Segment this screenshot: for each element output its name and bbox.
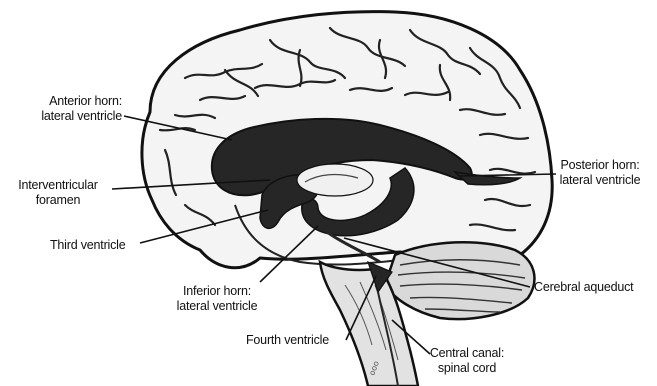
label-interventricular-foramen-line1: Interventricular <box>4 178 112 193</box>
label-cerebral-aqueduct: Cerebral aqueduct <box>534 280 633 295</box>
label-inferior-horn: Inferior horn: lateral ventricle <box>162 284 272 314</box>
label-fourth-ventricle-text: Fourth ventricle <box>246 333 329 348</box>
label-third-ventricle: Third ventricle <box>50 238 126 253</box>
label-central-canal-line2: spinal cord <box>420 361 514 376</box>
label-inferior-horn-line2: lateral ventricle <box>162 299 272 314</box>
label-inferior-horn-line1: Inferior horn: <box>162 284 272 299</box>
label-anterior-horn-line2: lateral ventricle <box>10 109 122 124</box>
label-anterior-horn: Anterior horn: lateral ventricle <box>10 94 122 124</box>
label-fourth-ventricle: Fourth ventricle <box>246 333 329 348</box>
label-cerebral-aqueduct-text: Cerebral aqueduct <box>534 280 633 295</box>
label-central-canal: Central canal: spinal cord <box>420 346 514 376</box>
label-posterior-horn-line1: Posterior horn: <box>544 158 656 173</box>
label-posterior-horn-line2: lateral ventricle <box>544 173 656 188</box>
label-third-ventricle-text: Third ventricle <box>50 238 126 253</box>
cerebellum <box>385 242 534 319</box>
label-interventricular-foramen-line2: foramen <box>4 193 112 208</box>
label-anterior-horn-line1: Anterior horn: <box>10 94 122 109</box>
label-posterior-horn: Posterior horn: lateral ventricle <box>544 158 656 188</box>
label-interventricular-foramen: Interventricular foramen <box>4 178 112 208</box>
label-central-canal-line1: Central canal: <box>420 346 514 361</box>
